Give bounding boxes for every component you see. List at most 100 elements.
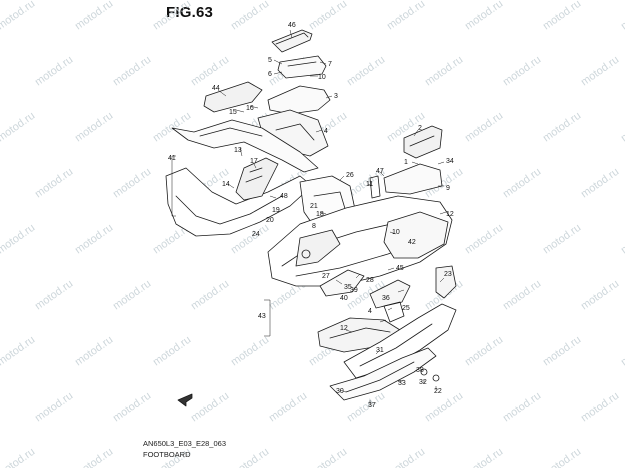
watermark-text: motod.ru: [501, 278, 543, 313]
callout-34: 34: [446, 158, 454, 165]
watermark-text: motod.ru: [501, 390, 543, 425]
watermark-text: motod.ru: [463, 446, 505, 468]
callout-25: 25: [402, 305, 410, 312]
callout-13: 13: [234, 147, 242, 154]
watermark-text: motod.ru: [385, 0, 427, 32]
watermark-text: motod.ru: [111, 166, 153, 201]
callout-48: 48: [280, 193, 288, 200]
callout-41: 41: [168, 155, 176, 162]
watermark-text: motod.ru: [33, 54, 75, 89]
callout-11: 11: [366, 181, 373, 188]
watermark-text: motod.ru: [619, 334, 625, 369]
watermark-text: motod.ru: [189, 390, 231, 425]
callout-27: 27: [322, 273, 330, 280]
watermark-text: motod.ru: [151, 0, 193, 32]
callout-30: 30: [336, 388, 344, 395]
callout-16: 16: [246, 105, 254, 112]
watermark-text: motod.ru: [501, 54, 543, 89]
watermark-text: motod.ru: [579, 390, 621, 425]
callout-21: 21: [310, 203, 318, 210]
watermark-text: motod.ru: [345, 54, 387, 89]
callout-2: 2: [418, 125, 422, 132]
watermark-text: motod.ru: [463, 110, 505, 145]
watermark-text: motod.ru: [385, 446, 427, 468]
watermark-text: motod.ru: [73, 222, 115, 257]
callout-19: 19: [272, 207, 280, 214]
callout-32: 32: [419, 379, 427, 386]
watermark-text: motod.ru: [541, 110, 583, 145]
watermark-text: motod.ru: [423, 390, 465, 425]
watermark-text: motod.ru: [111, 278, 153, 313]
watermark-text: motod.ru: [541, 334, 583, 369]
callout-23: 23: [444, 271, 452, 278]
watermark-text: motod.ru: [0, 334, 37, 369]
callout-9: 9: [446, 185, 450, 192]
watermark-text: motod.ru: [463, 0, 505, 32]
callout-38: 38: [416, 367, 424, 374]
watermark-text: motod.ru: [0, 446, 37, 468]
parts-drawing: [165, 29, 457, 407]
figure-title: FIG.63: [166, 4, 214, 21]
callout-43: 43: [258, 313, 266, 320]
figure-code: AN650L3_E03_E28_063: [143, 439, 226, 448]
watermark-text: motod.ru: [229, 0, 271, 32]
callout-36: 36: [382, 295, 390, 302]
watermark-text: motod.ru: [73, 446, 115, 468]
callout-47: 47: [376, 168, 384, 175]
watermark-text: motod.ru: [267, 390, 309, 425]
watermark-text: motod.ru: [73, 110, 115, 145]
watermark-text: motod.ru: [541, 222, 583, 257]
figure-caption: FOOTBOARD: [143, 450, 191, 459]
callout-8: 8: [312, 223, 316, 230]
callout-7: 7: [328, 61, 332, 68]
callout-12: 12: [340, 325, 348, 332]
watermark-text: motod.ru: [307, 0, 349, 32]
callout-31: 31: [376, 347, 384, 354]
watermark-text: motod.ru: [33, 390, 75, 425]
watermark-text: motod.ru: [307, 446, 349, 468]
leader-lines: [171, 29, 447, 404]
watermark-text: motod.ru: [151, 334, 193, 369]
watermark-text: motod.ru: [541, 0, 583, 32]
watermark-text: motod.ru: [0, 222, 37, 257]
watermark-text: motod.ru: [73, 334, 115, 369]
watermark-text: motod.ru: [33, 166, 75, 201]
callout-33: 33: [398, 380, 406, 387]
watermark-text: motod.ru: [619, 110, 625, 145]
callout-44: 44: [212, 85, 220, 92]
callout-46: 46: [288, 22, 296, 29]
watermark-text: motod.ru: [579, 278, 621, 313]
watermark-text: motod.ru: [463, 222, 505, 257]
watermark-text: motod.ru: [501, 166, 543, 201]
watermark-text: motod.ru: [73, 0, 115, 32]
callout-37: 37: [368, 402, 376, 409]
watermark-text: motod.ru: [423, 54, 465, 89]
callout-18: 18: [316, 211, 324, 218]
callout-6: 6: [268, 71, 272, 78]
callout-14: 14: [222, 181, 230, 188]
watermark-text: motod.ru: [619, 446, 625, 468]
watermark-text: motod.ru: [33, 278, 75, 313]
callout-10: 10: [392, 229, 400, 236]
callout-10: 10: [318, 74, 326, 81]
watermark-text: motod.ru: [229, 446, 271, 468]
watermark-text: motod.ru: [579, 54, 621, 89]
callout-4: 4: [324, 128, 328, 135]
callout-3: 3: [334, 93, 338, 100]
watermark-text: motod.ru: [0, 110, 37, 145]
watermark-text: motod.ru: [463, 334, 505, 369]
watermark-text: motod.ru: [619, 0, 625, 32]
callout-45: 45: [396, 265, 404, 272]
watermark-text: motod.ru: [541, 446, 583, 468]
watermark-text: motod.ru: [619, 222, 625, 257]
callout-4: 4: [368, 308, 372, 315]
watermark-text: motod.ru: [229, 334, 271, 369]
callout-39: 39: [350, 287, 358, 294]
watermark-text: motod.ru: [111, 390, 153, 425]
callout-40: 40: [340, 295, 348, 302]
callout-17: 17: [250, 158, 258, 165]
callout-1: 1: [404, 159, 408, 166]
callout-22: 22: [434, 388, 442, 395]
